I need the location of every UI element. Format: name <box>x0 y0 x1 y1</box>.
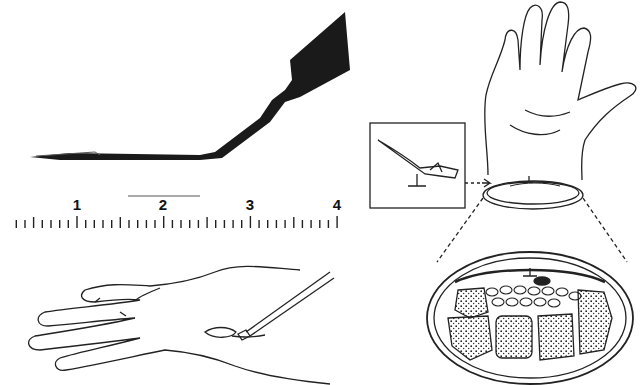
ruler-tick <box>267 220 268 228</box>
ruler-tick <box>241 220 242 228</box>
ruler-number: 1 <box>73 197 81 212</box>
ruler-tick <box>50 220 51 228</box>
ruler-tick <box>336 216 337 228</box>
ruler-tick <box>120 217 121 228</box>
ruler-tick <box>302 220 303 228</box>
ruler-tick <box>85 220 86 228</box>
ruler-tick <box>94 220 95 228</box>
ruler-tick <box>172 220 173 228</box>
ruler-tick <box>68 220 69 228</box>
ruler-tick <box>215 220 216 228</box>
ruler-number: 4 <box>333 197 341 212</box>
hand-drawing <box>29 266 334 384</box>
ruler-tick <box>224 220 225 228</box>
ruler-tick <box>328 220 329 228</box>
ruler-tick <box>42 220 43 228</box>
ruler-tick <box>293 217 294 228</box>
ruler-tick <box>310 220 311 228</box>
ruler-tick <box>163 216 164 228</box>
ruler-tick <box>33 217 34 228</box>
ruler-tick <box>319 220 320 228</box>
ruler-tick <box>284 220 285 228</box>
ruler-tick <box>16 220 17 228</box>
ruler-tick <box>206 217 207 228</box>
ruler-tick <box>258 220 259 228</box>
ruler-tick <box>276 220 277 228</box>
ruler-tick <box>24 220 25 228</box>
ruler-tick <box>232 220 233 228</box>
ruler-tick <box>128 220 129 228</box>
wrist-cross-section <box>427 252 633 384</box>
instrument <box>30 12 350 160</box>
ruler-tick <box>102 220 103 228</box>
ruler-number: 3 <box>246 197 254 212</box>
ruler-tick <box>111 220 112 228</box>
ruler-tick <box>189 220 190 228</box>
ruler-tick <box>146 220 147 228</box>
inset <box>370 123 490 208</box>
ruler-tick <box>180 220 181 228</box>
ruler-tick <box>250 216 251 228</box>
ruler-tick <box>198 220 199 228</box>
ruler-tick <box>59 220 60 228</box>
ruler-tick <box>137 220 138 228</box>
wrist-hand <box>437 2 636 262</box>
ruler-tick <box>154 220 155 228</box>
ruler-ticks <box>16 216 337 228</box>
ruler-tick <box>76 216 77 228</box>
ruler-number: 2 <box>159 197 167 212</box>
